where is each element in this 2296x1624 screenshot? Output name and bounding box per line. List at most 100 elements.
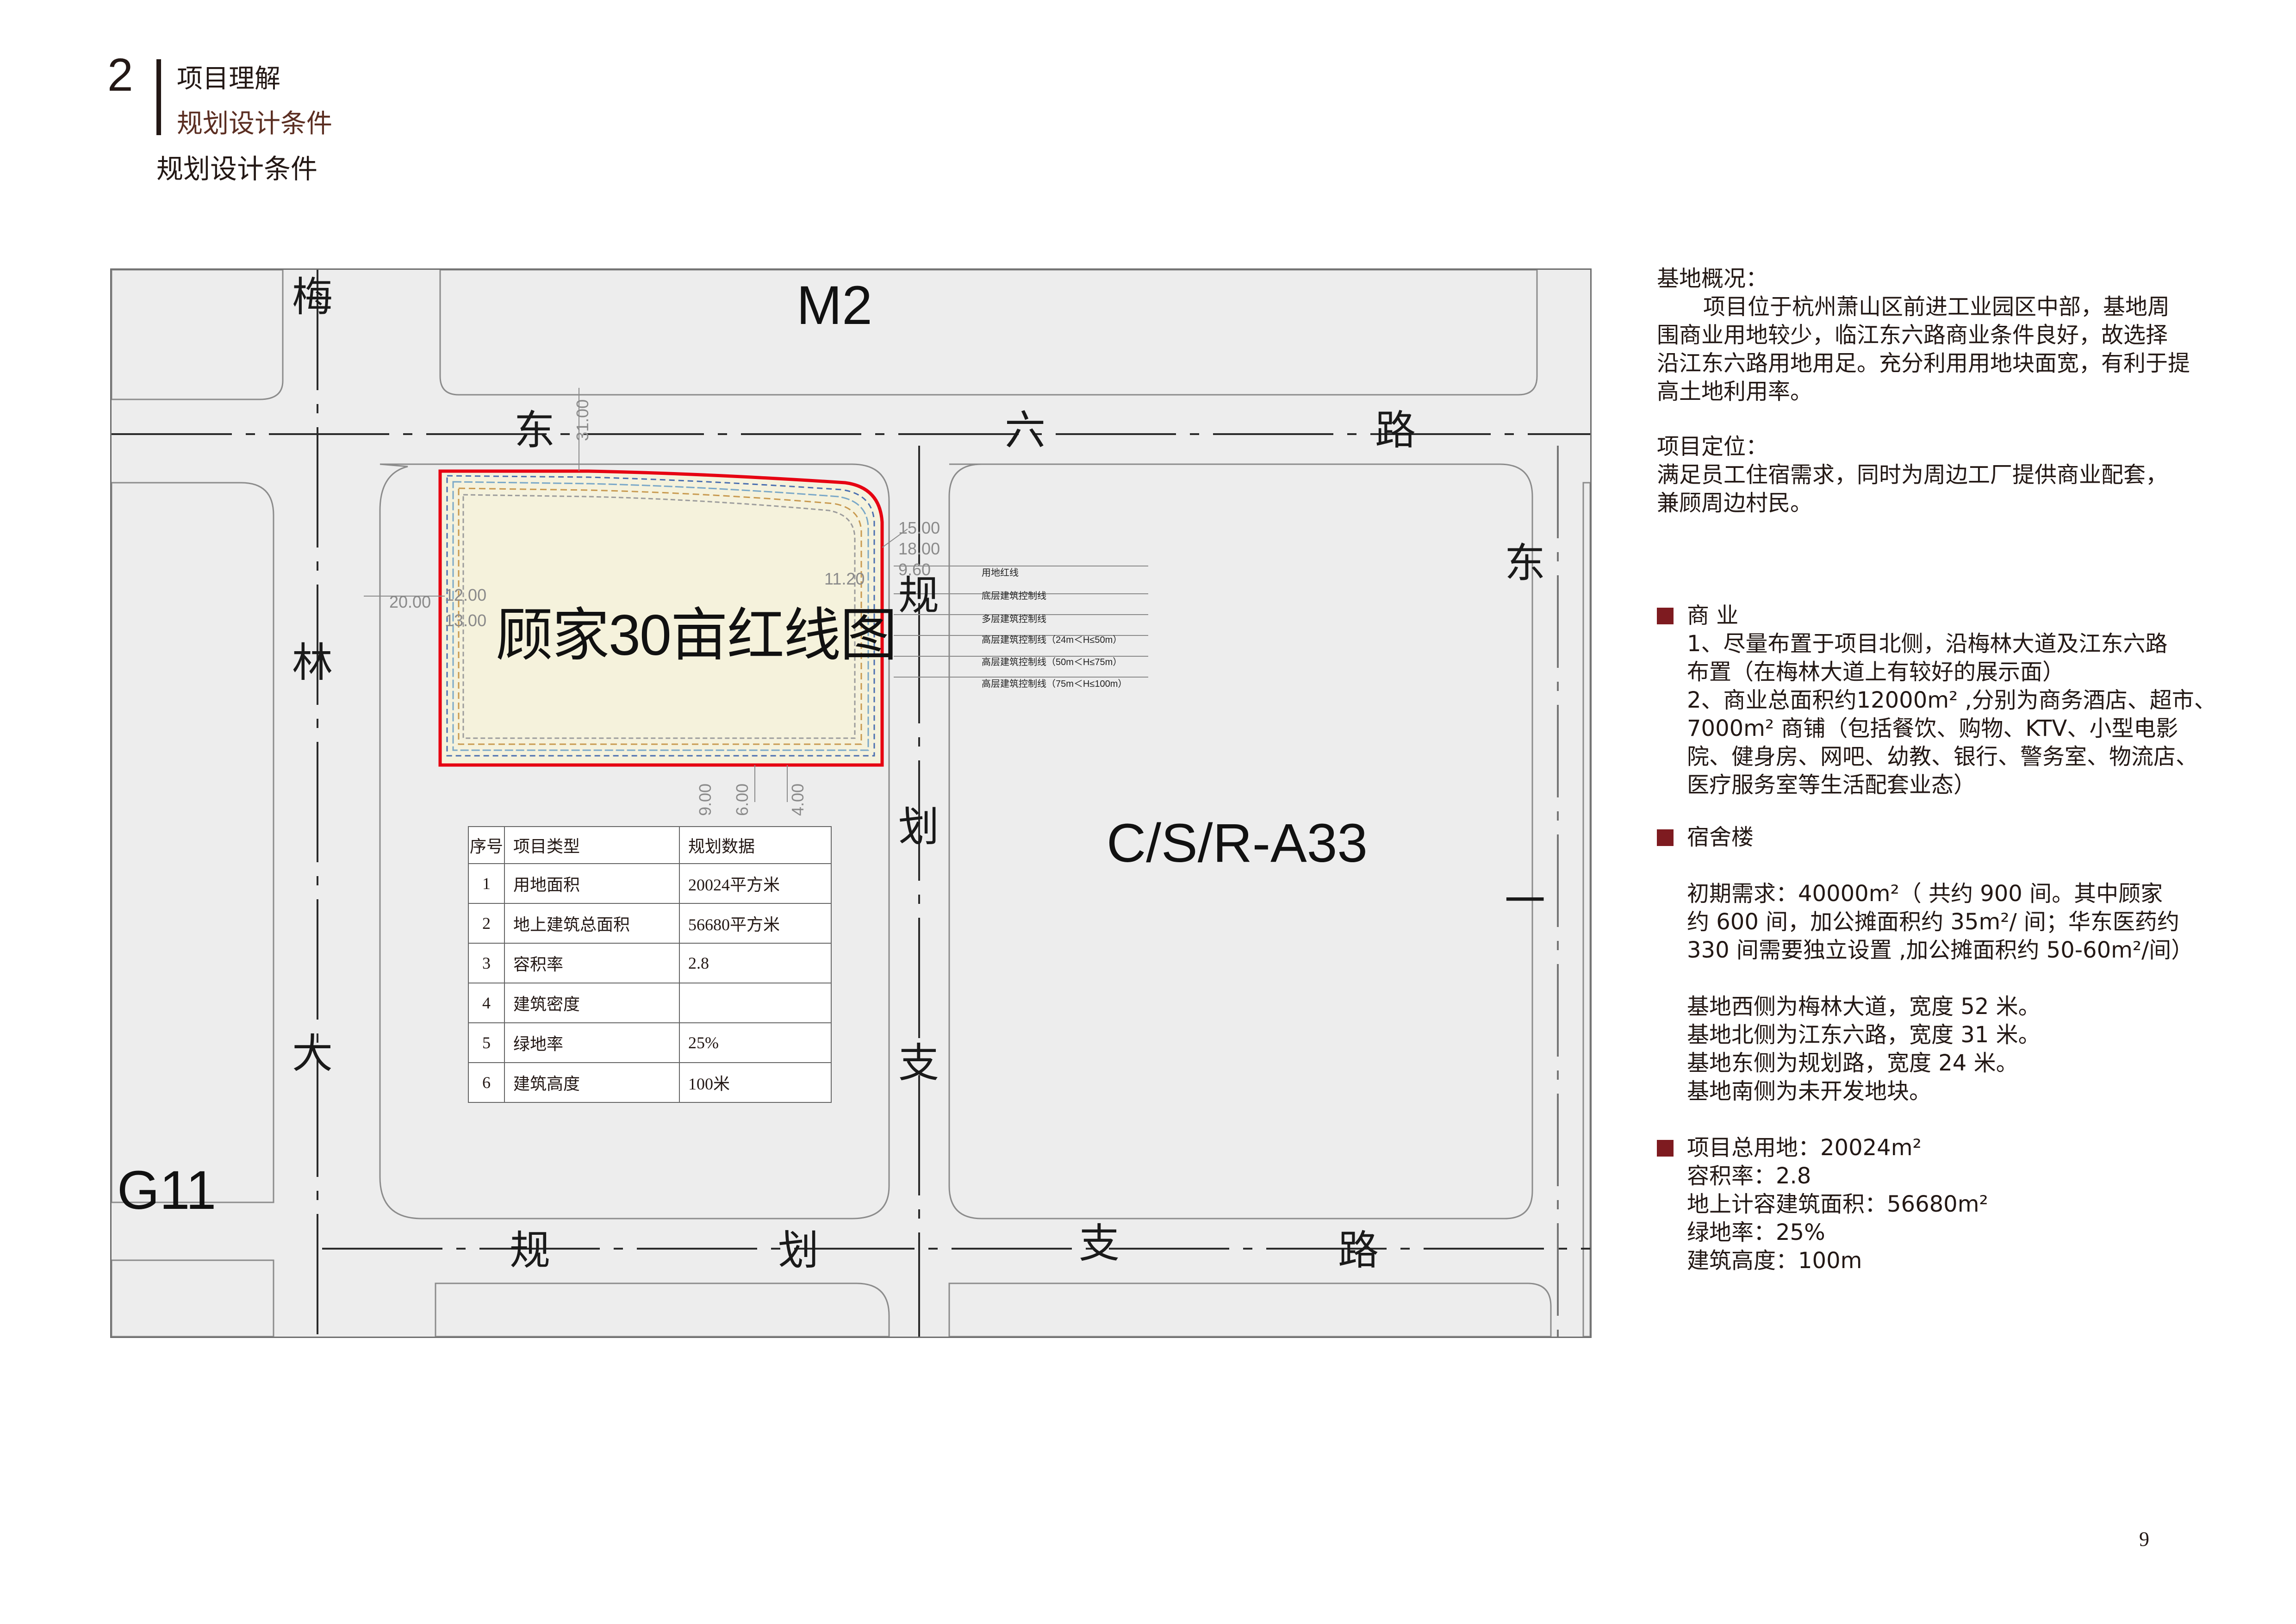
- road-label-da: 大: [292, 1030, 333, 1077]
- dim-right-d: 9.60: [898, 560, 931, 579]
- site-line-1: 基地西侧为梅林大道，宽度 52 米。: [1687, 994, 2041, 1020]
- table-header-row: 序号 项目类型 规划数据: [468, 826, 832, 864]
- legend-high-rise-100: 高层建筑控制线（75m＜H≤100m）: [982, 679, 1127, 689]
- dorm-title: 宿舍楼: [1687, 824, 1754, 850]
- dim-bottom-b: 6.00: [733, 783, 752, 816]
- table-cell-value: 56680平方米: [679, 903, 832, 944]
- plot-title: 顾家30亩红线图: [496, 604, 897, 667]
- summary-line-4: 建筑高度：100m: [1687, 1248, 1862, 1274]
- commercial-line-2: 布置（在梅林大道上有较好的展示面）: [1687, 659, 2065, 685]
- position-title: 项目定位：: [1657, 434, 1768, 460]
- dim-left-b: 13.00: [445, 611, 487, 630]
- road-label-mei: 梅: [292, 273, 333, 321]
- table-header-value: 规划数据: [679, 826, 832, 864]
- dim-bottom-c: 4.00: [788, 783, 807, 816]
- site-plan-map: 梅 林 大 东 六 路 规 划 支 规 划 支 路 东 一 M2 G11 C/S…: [110, 268, 1592, 1338]
- overview-title: 基地概况：: [1657, 266, 1768, 292]
- site-plan-drawing: [112, 270, 1590, 1337]
- site-line-3: 基地东侧为规划路，宽度 24 米。: [1687, 1050, 2018, 1076]
- overview-line-4: 高土地利用率。: [1657, 379, 1813, 404]
- overview-line-2: 围商业用地较少，临江东六路商业条件良好，故选择: [1657, 322, 2168, 348]
- section-divider: [156, 59, 161, 135]
- planning-data-table: 序号 项目类型 规划数据 1 用地面积 20024平方米 2 地上建筑总面积 5…: [468, 826, 832, 1103]
- table-row: 3 容积率 2.8: [468, 943, 832, 983]
- dim-right-c: 18.00: [898, 539, 940, 558]
- table-cell-type: 绿地率: [504, 1022, 680, 1063]
- road-label-hua-b: 划: [778, 1226, 819, 1274]
- table-cell-value: [679, 983, 832, 1023]
- zone-label-csr-a33: C/S/R-A33: [1107, 813, 1368, 874]
- bullet-icon: [1657, 829, 1674, 846]
- section-title: 项目理解: [177, 64, 280, 94]
- road-label-lu-b: 路: [1338, 1226, 1379, 1274]
- road-label-hua-v: 划: [898, 803, 940, 851]
- overview-line-3: 沿江东六路用地用足。充分利用用地块面宽，有利于提: [1657, 350, 2190, 376]
- legend-high-rise-50: 高层建筑控制线（24m＜H≤50m）: [982, 635, 1122, 645]
- table-row: 2 地上建筑总面积 56680平方米: [468, 903, 832, 944]
- summary-line-3: 绿地率：25%: [1687, 1220, 1825, 1245]
- table-cell-value: 100米: [679, 1062, 832, 1103]
- overview-line-1: 项目位于杭州萧山区前进工业园区中部，基地周: [1703, 294, 2170, 320]
- summary-line-1: 容积率：2.8: [1687, 1163, 1811, 1189]
- commercial-line-4: 7000m² 商铺（包括餐饮、购物、KTV、小型电影: [1687, 716, 2178, 741]
- commercial-line-5: 院、健身房、网吧、幼教、银行、警务室、物流店、: [1687, 744, 2198, 770]
- page-number: 9: [2139, 1528, 2149, 1550]
- site-line-4: 基地南侧为未开发地块。: [1687, 1078, 1932, 1104]
- table-cell-no: 3: [468, 943, 505, 983]
- table-header-type: 项目类型: [504, 826, 680, 864]
- dorm-line-2: 约 600 间，加公摊面积约 35m²/ 间；华东医药约: [1687, 909, 2179, 935]
- commercial-line-3: 2、商业总面积约12000m² ,分别为商务酒店、超市、: [1687, 687, 2216, 713]
- table-cell-value: 25%: [679, 1022, 832, 1063]
- dim-top-setback: 31.00: [573, 399, 592, 441]
- table-row: 6 建筑高度 100米: [468, 1062, 832, 1103]
- table-cell-value: 2.8: [679, 943, 832, 983]
- site-line-2: 基地北侧为江东六路，宽度 31 米。: [1687, 1022, 2041, 1048]
- commercial-title: 商 业: [1687, 603, 1739, 628]
- road-label-lin: 林: [292, 639, 333, 686]
- table-row: 1 用地面积 20024平方米: [468, 863, 832, 904]
- page-heading: 规划设计条件: [156, 153, 318, 185]
- dim-right-a: 11.20: [824, 569, 865, 588]
- road-label-zhi-v: 支: [898, 1039, 940, 1087]
- road-label-lu: 路: [1375, 406, 1416, 454]
- commercial-line-6: 医疗服务室等生活配套业态）: [1687, 772, 1976, 798]
- dim-left-outer: 20.00: [389, 592, 431, 611]
- table-row: 5 绿地率 25%: [468, 1022, 832, 1063]
- table-cell-no: 2: [468, 903, 505, 944]
- table-row: 4 建筑密度: [468, 983, 832, 1023]
- road-label-dong-r: 东: [1505, 539, 1546, 587]
- table-cell-type: 用地面积: [504, 863, 680, 904]
- summary-title: 项目总用地：20024m²: [1687, 1135, 1922, 1161]
- table-cell-no: 1: [468, 863, 505, 904]
- table-cell-value: 20024平方米: [679, 863, 832, 904]
- road-label-zhi-b: 支: [1079, 1220, 1120, 1267]
- legend-high-rise-75: 高层建筑控制线（50m＜H≤75m）: [982, 657, 1122, 667]
- commercial-line-1: 1、尽量布置于项目北侧，沿梅林大道及江东六路: [1687, 631, 2168, 657]
- summary-line-2: 地上计容建筑面积：56680m²: [1687, 1191, 1988, 1217]
- legend-mid-rise: 多层建筑控制线: [982, 614, 1046, 624]
- zone-label-g11: G11: [117, 1160, 217, 1221]
- road-label-yi-r: 一: [1505, 877, 1546, 925]
- bullet-icon: [1657, 608, 1674, 624]
- position-line-2: 兼顾周边村民。: [1657, 490, 1813, 516]
- road-label-gui-v: 规: [898, 572, 940, 619]
- zone-label-m2: M2: [796, 275, 872, 336]
- legend-low-rise: 底层建筑控制线: [982, 591, 1046, 601]
- legend-red-line: 用地红线: [982, 568, 1019, 578]
- road-label-liu: 六: [1005, 406, 1046, 454]
- dorm-line-3: 330 间需要独立设置 ,加公摊面积约 50-60m²/间）: [1687, 937, 2194, 963]
- dim-left-a: 12.00: [445, 585, 487, 604]
- table-cell-type: 容积率: [504, 943, 680, 983]
- section-subtitle: 规划设计条件: [177, 109, 332, 139]
- table-cell-no: 6: [468, 1062, 505, 1103]
- dim-right-b: 15.00: [898, 518, 940, 537]
- road-label-dong: 东: [514, 406, 555, 454]
- table-cell-no: 4: [468, 983, 505, 1023]
- table-cell-type: 建筑密度: [504, 983, 680, 1023]
- road-label-gui-b: 规: [510, 1226, 551, 1274]
- section-number: 2: [107, 49, 133, 101]
- dim-bottom-a: 9.00: [696, 783, 715, 816]
- table-cell-type: 地上建筑总面积: [504, 903, 680, 944]
- bullet-icon: [1657, 1140, 1674, 1157]
- dorm-line-1: 初期需求：40000m²（ 共约 900 间。其中顾家: [1687, 881, 2163, 907]
